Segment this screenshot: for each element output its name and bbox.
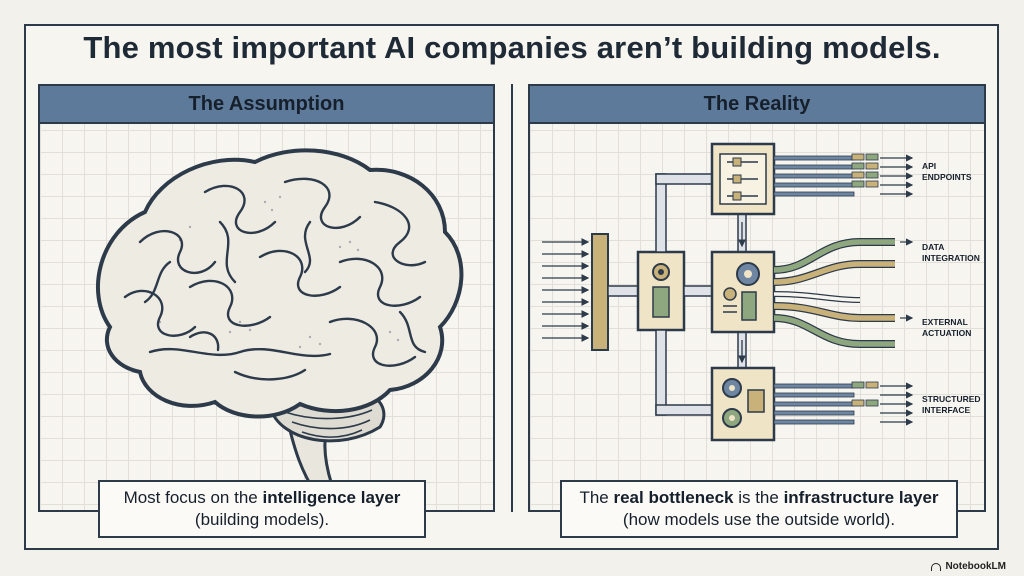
label-structured: STRUCTURED <box>922 394 981 404</box>
notebooklm-logo-icon <box>931 562 942 571</box>
notebooklm-brand: NotebookLM <box>931 561 1006 572</box>
reality-header: The Reality <box>530 86 984 124</box>
brain-illustration <box>95 148 464 496</box>
interface-module <box>710 366 776 442</box>
assumption-caption: Most focus on the intelligence layer (bu… <box>98 480 426 538</box>
assumption-header: The Assumption <box>40 86 493 124</box>
brand-label: NotebookLM <box>945 561 1006 572</box>
infrastructure-diagram: API ENDPOINTS DATA INTEGRATION EXTERNAL … <box>542 142 981 442</box>
structured-outputs <box>773 381 914 426</box>
api-outputs <box>773 153 914 198</box>
page-title: The most important AI companies aren’t b… <box>83 30 941 65</box>
data-outputs <box>773 238 895 348</box>
label-data: DATA <box>922 242 944 252</box>
label-external: EXTERNAL <box>922 317 968 327</box>
label-interface: INTERFACE <box>922 405 971 415</box>
hub-module <box>636 250 686 332</box>
reality-caption: The real bottleneck is the infrastructur… <box>560 480 958 538</box>
input-collector <box>591 233 609 351</box>
api-module <box>710 142 776 216</box>
processing-module <box>710 250 776 334</box>
label-integration: INTEGRATION <box>922 253 980 263</box>
label-actuation: ACTUATION <box>922 328 971 338</box>
label-endpoints: ENDPOINTS <box>922 172 972 182</box>
input-arrows <box>542 238 590 342</box>
label-api: API <box>922 161 936 171</box>
panel-divider <box>511 84 513 512</box>
reality-panel: The Reality <box>528 84 986 512</box>
assumption-panel: The Assumption <box>38 84 495 512</box>
